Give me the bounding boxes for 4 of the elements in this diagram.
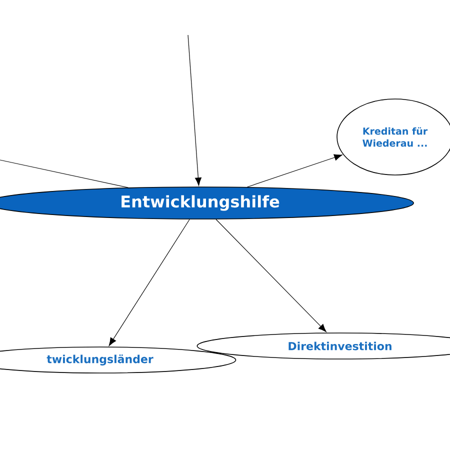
- arrow: [188, 34, 202, 186]
- arrow: [216, 219, 326, 332]
- arrow: [246, 154, 342, 188]
- arrow: [108, 219, 190, 346]
